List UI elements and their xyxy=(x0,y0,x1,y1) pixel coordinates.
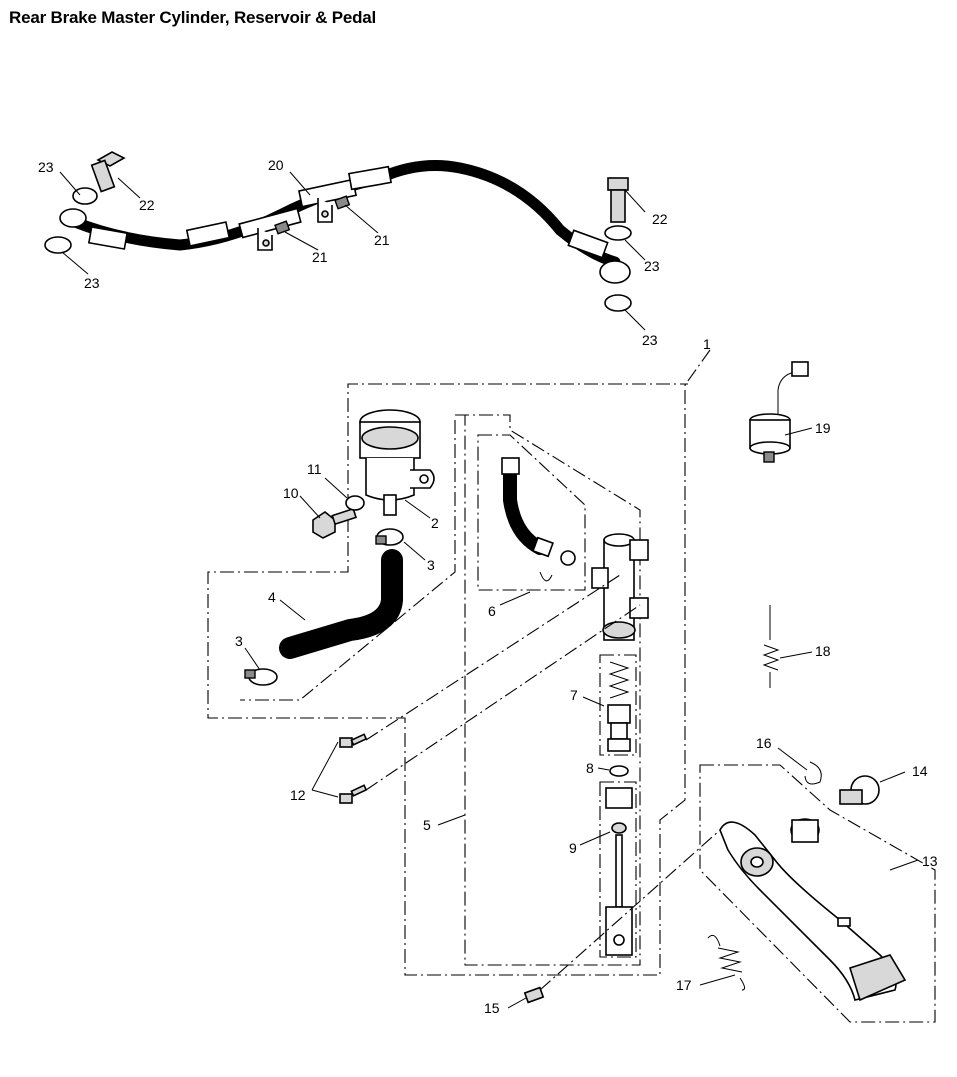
callout-12: 12 xyxy=(290,787,306,803)
callout-20: 20 xyxy=(268,157,284,173)
reservoir-2 xyxy=(359,409,435,516)
callout-5: 5 xyxy=(423,817,431,833)
brake-light-switch-19 xyxy=(749,361,809,463)
banjo-bolts-and-washers xyxy=(44,151,632,312)
screws-12 xyxy=(339,733,368,804)
clevis-pin-15 xyxy=(523,986,545,1004)
callout-22: 22 xyxy=(652,211,668,227)
callout-19: 19 xyxy=(815,420,831,436)
callout-2: 2 xyxy=(431,515,439,531)
pipe-6 xyxy=(501,457,576,582)
callout-4: 4 xyxy=(268,589,276,605)
callout-23: 23 xyxy=(642,332,658,348)
callout-9: 9 xyxy=(569,840,577,856)
assembly-group-outlines xyxy=(207,349,936,1023)
callout-15: 15 xyxy=(484,1000,500,1016)
callout-23: 23 xyxy=(38,159,54,175)
brake-pedal-13 xyxy=(719,821,907,1002)
brake-hose-20 xyxy=(59,160,631,284)
callout-3: 3 xyxy=(427,557,435,573)
callout-23: 23 xyxy=(84,275,100,291)
callout-11: 11 xyxy=(307,461,322,477)
o-ring-8 xyxy=(609,765,629,777)
push-rod-9 xyxy=(605,787,633,956)
callout-10: 10 xyxy=(283,485,299,501)
page-title: Rear Brake Master Cylinder, Reservoir & … xyxy=(9,8,377,27)
callout-6: 6 xyxy=(488,603,496,619)
callout-17: 17 xyxy=(676,977,692,993)
callout-3: 3 xyxy=(235,633,243,649)
piston-kit-7 xyxy=(607,661,631,752)
callout-7: 7 xyxy=(570,687,578,703)
pivot-parts xyxy=(790,761,880,843)
spring-18 xyxy=(762,605,780,688)
reservoir-hose-4 xyxy=(244,528,404,686)
leader-lines xyxy=(59,171,919,1009)
callout-18: 18 xyxy=(815,643,831,659)
callout-8: 8 xyxy=(586,760,594,776)
spring-17 xyxy=(707,934,746,991)
callout-21: 21 xyxy=(312,249,328,265)
callout-16: 16 xyxy=(756,735,772,751)
callout-1: 1 xyxy=(703,336,711,352)
master-cylinder-body xyxy=(591,533,649,641)
callout-14: 14 xyxy=(912,763,928,779)
bolt-10-washer-11 xyxy=(312,495,365,539)
callout-labels: 1 2 3 3 4 5 6 7 8 9 10 11 12 13 14 15 16… xyxy=(38,157,938,1016)
reference-lines xyxy=(365,574,721,991)
callout-13: 13 xyxy=(922,853,938,869)
callout-21: 21 xyxy=(374,232,390,248)
callout-22: 22 xyxy=(139,197,155,213)
callout-23: 23 xyxy=(644,258,660,274)
